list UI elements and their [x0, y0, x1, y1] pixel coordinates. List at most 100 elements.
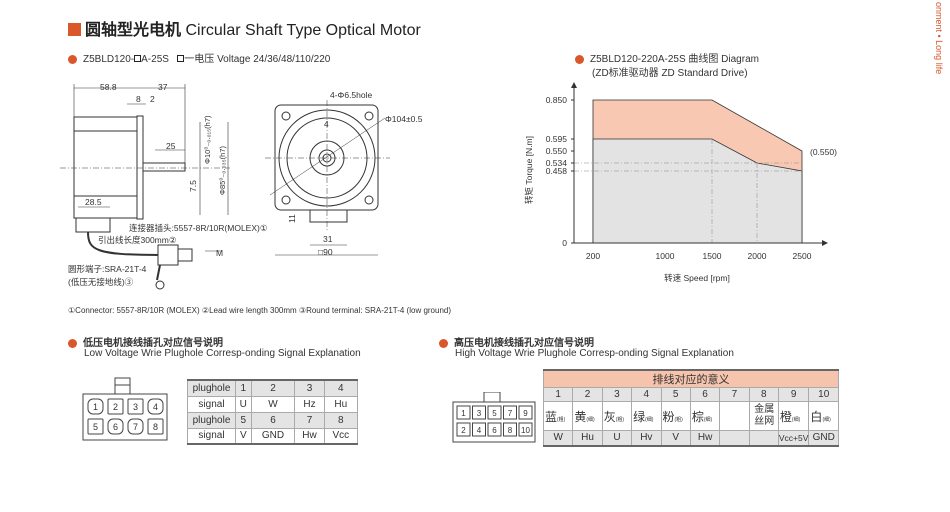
page-title: 圆轴型光电机 Circular Shaft Type Optical Motor [68, 16, 421, 40]
color-cell: 橙(细) [777, 401, 810, 431]
signal-cell: Hu [572, 430, 603, 446]
pin-5 [487, 405, 502, 420]
number-cell: 8 [748, 387, 779, 402]
pin-9 [518, 405, 533, 420]
wire-thickness: (细) [703, 416, 713, 423]
table-cell: 7 [294, 411, 325, 429]
signal-cell: W [542, 430, 574, 446]
signal-cell [719, 430, 750, 446]
signal-cell: GND [808, 430, 839, 446]
color-name: 橙 [779, 409, 792, 424]
pin-7 [503, 405, 517, 420]
pin-label: 3 [477, 409, 482, 418]
pin-label: 5 [492, 409, 497, 418]
wire-thickness: (粗) [615, 416, 625, 423]
wire-thickness: (细) [645, 416, 654, 423]
lead-label: 引出线长度300mm② [98, 235, 177, 245]
dim-phi104: Φ104±0.5 [385, 114, 423, 124]
y-tick-label: 0.550 [546, 146, 568, 156]
chart-title: Z5BLD120-220A-25S 曲线图 Diagram [575, 50, 759, 65]
pin-6 [107, 418, 124, 435]
y-arrow-icon [571, 82, 577, 88]
chart-annotation: (0.550) [810, 147, 837, 157]
side-text: onment • Long life [934, 2, 944, 75]
table-cell: Hu [323, 395, 359, 413]
table-header: 排线对应的意义 [543, 369, 839, 388]
motor-drawing: 58.8 37 8 2 25 7.5 Φ10⁰₋₀.₀₁₅(h7) Φ85⁰₋₀… [60, 82, 423, 290]
number-cell: 6 [689, 387, 721, 402]
pin-label: 8 [153, 422, 158, 432]
dim-8: 8 [136, 94, 141, 104]
shaft [142, 162, 186, 172]
terminal-label: 圆形端子:SRA-21T-4 [68, 264, 147, 274]
color-name: 棕 [691, 409, 704, 424]
low-subtitle: Low Voltage Wrie Plughole Corresp-onding… [84, 348, 361, 359]
pin-label: 7 [508, 409, 513, 418]
pin-4 [472, 422, 486, 437]
title-square-icon [68, 23, 81, 36]
bullet-icon [68, 54, 77, 64]
placeholder-square-icon [177, 55, 185, 62]
dim-11: 11 [287, 214, 297, 223]
bullet-icon [68, 338, 77, 348]
chart-subtitle: (ZD标准驱动器 ZD Standard Drive) [592, 68, 748, 79]
color-cell: 蓝(粗) [542, 401, 574, 431]
table-cell: 5 [235, 411, 252, 429]
y-tick-label: 0.595 [546, 134, 568, 144]
table-cell: plughole [187, 411, 236, 429]
signal-cell [748, 430, 779, 446]
color-cell: 金属丝网 [748, 401, 779, 431]
number-cell: 5 [660, 387, 691, 402]
signal-cell: Hw [689, 430, 721, 446]
x-tick-label: 200 [586, 251, 600, 261]
pin-3 [127, 398, 144, 415]
table-cell: signal [187, 427, 236, 445]
low-title: 低压电机接线插孔对应信号说明 [68, 334, 223, 349]
table-cell: 4 [323, 379, 359, 397]
number-cell: 9 [777, 387, 810, 402]
pin-label: 6 [113, 422, 118, 432]
signal-cell: Hv [631, 430, 662, 446]
table-cell: GND [250, 427, 296, 445]
color-name: 灰 [603, 409, 616, 424]
x-axis-label: 转速 Speed [rpm] [664, 273, 730, 283]
pin-2 [107, 398, 124, 415]
pin-label: 7 [133, 422, 138, 432]
table-cell: 1 [235, 379, 252, 397]
pin-4 [147, 398, 164, 415]
color-cell: 粉(粗) [660, 401, 691, 431]
bullet-icon [439, 338, 448, 348]
color-cell: 白(细) [808, 401, 839, 431]
color-cell: 绿(细) [631, 401, 662, 431]
wire-thickness: (细) [822, 416, 831, 423]
color-name: 白 [810, 409, 823, 424]
footnote: ①Connector: 5557-8R/10R (MOLEX) ②Lead wi… [68, 306, 452, 315]
dim-phi85: Φ85⁰₋₀.₀₃₅(h7) [218, 145, 227, 195]
dim-58-8: 58.8 [100, 82, 117, 92]
wire-thickness: (粗) [674, 416, 683, 423]
number-cell: 4 [631, 387, 662, 402]
dim-7-5: 7.5 [188, 180, 198, 192]
pin-label: 2 [113, 402, 118, 412]
front-flange [274, 104, 379, 211]
dim-4: 4 [324, 119, 329, 129]
pin-7 [127, 418, 144, 435]
pin-1 [87, 398, 104, 415]
y-tick-label: 0.458 [546, 166, 568, 176]
pin-label: 3 [133, 402, 138, 412]
number-cell: 3 [601, 387, 633, 402]
y-axis-label: 转矩 Torque [N.m] [524, 136, 534, 204]
wire-thickness: (粗) [557, 416, 566, 423]
wire-thickness: (细) [586, 416, 595, 423]
table-cell: 6 [250, 411, 296, 429]
placeholder-square-icon [134, 55, 142, 62]
color-cell: 黄(细) [572, 401, 603, 431]
number-cell: 10 [808, 387, 839, 402]
pin-1 [456, 405, 471, 420]
